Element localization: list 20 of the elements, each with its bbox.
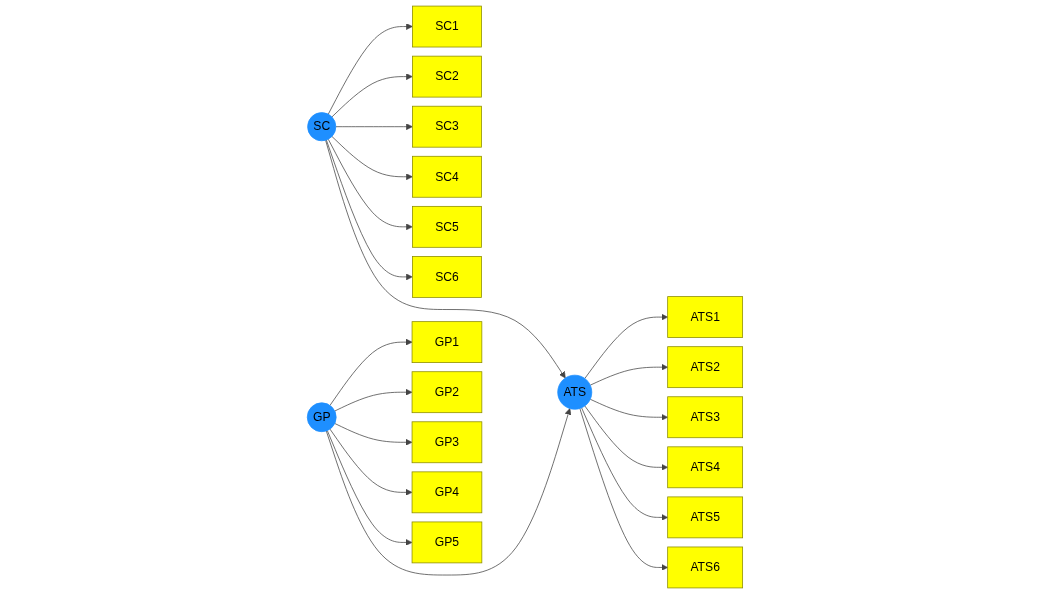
node-box: ATS5 xyxy=(666,496,743,539)
node-box: ATS2 xyxy=(666,346,743,389)
node-box: ATS4 xyxy=(666,446,743,489)
node-box: ATS6 xyxy=(666,546,743,589)
node-circle: SC xyxy=(306,112,336,142)
node-box: GP1 xyxy=(411,321,482,363)
node-box: SC6 xyxy=(411,256,482,298)
node-box: SC5 xyxy=(411,205,482,248)
node-box: SC4 xyxy=(411,155,482,198)
node-circle: ATS xyxy=(556,374,592,410)
node-box: ATS3 xyxy=(666,396,743,439)
node-box: SC3 xyxy=(411,105,482,148)
node-box: SC1 xyxy=(411,5,482,48)
node-box: GP5 xyxy=(411,521,482,564)
node-box: GP3 xyxy=(411,421,482,464)
node-circle: GP xyxy=(306,402,337,433)
node-box: SC2 xyxy=(411,55,482,98)
node-box: ATS1 xyxy=(666,296,743,338)
node-box: GP4 xyxy=(411,471,482,514)
node-box: GP2 xyxy=(411,371,482,414)
